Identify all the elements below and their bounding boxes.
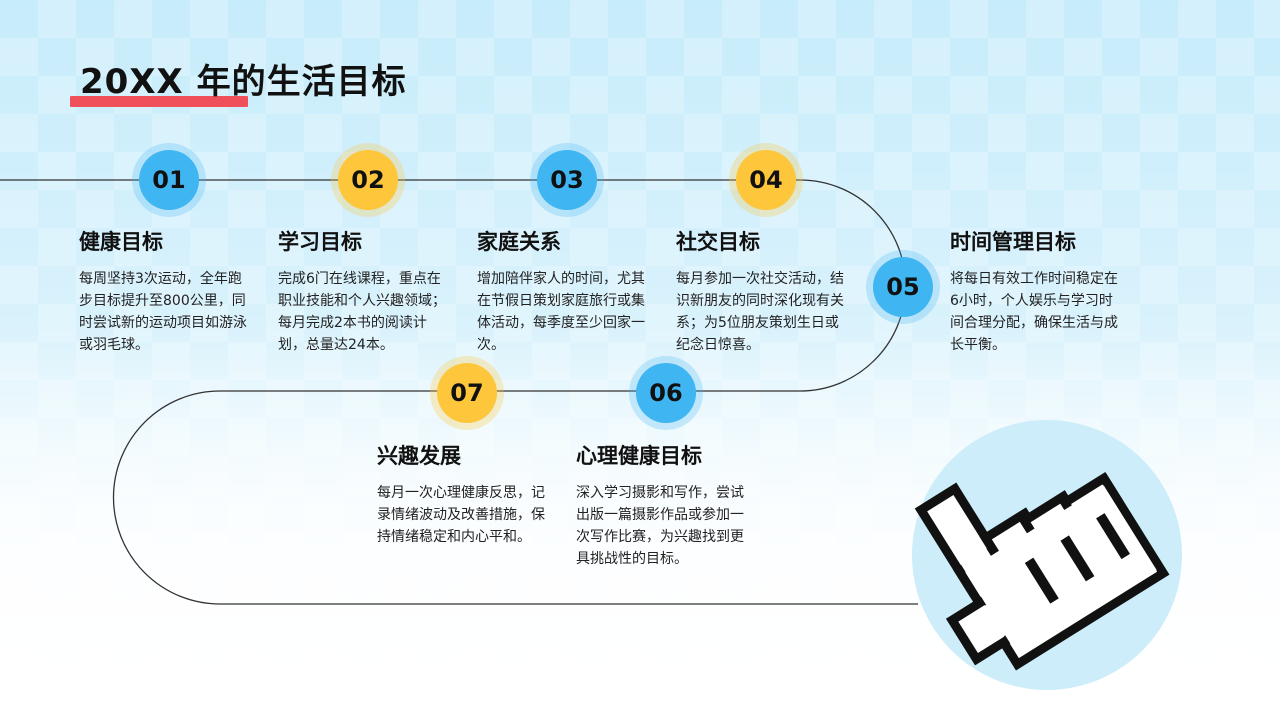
goal-node-04: 04	[736, 150, 796, 210]
goal-node-03: 03	[537, 150, 597, 210]
title-underline-accent	[70, 96, 248, 107]
goal-description: 完成6门在线课程，重点在职业技能和个人兴趣领域；每月完成2本书的阅读计划，总量达…	[278, 271, 446, 353]
page-title: 20XX 年的生活目标	[80, 62, 407, 102]
goal-card-04: 社交目标 每月参加一次社交活动，结识新朋友的同时深化现有关系；为5位朋友策划生日…	[676, 228, 846, 356]
goal-description: 每月一次心理健康反思，记录情绪波动及改善措施，保持情绪稳定和内心平和。	[377, 485, 545, 545]
goal-node-05: 05	[873, 257, 933, 317]
goal-title: 社交目标	[676, 230, 760, 254]
goal-card-02: 学习目标 完成6门在线课程，重点在职业技能和个人兴趣领域；每月完成2本书的阅读计…	[278, 228, 446, 356]
goal-description: 将每日有效工作时间稳定在6小时，个人娱乐与学习时间合理分配，确保生活与成长平衡。	[950, 271, 1118, 353]
goal-description: 增加陪伴家人的时间，尤其在节假日策划家庭旅行或集体活动，每季度至少回家一次。	[477, 271, 645, 353]
goal-node-01: 01	[139, 150, 199, 210]
goal-node-07: 07	[437, 363, 497, 423]
goal-title: 家庭关系	[477, 230, 561, 254]
timeline-path-line	[0, 179, 918, 605]
goal-card-03: 家庭关系 增加陪伴家人的时间，尤其在节假日策划家庭旅行或集体活动，每季度至少回家…	[477, 228, 645, 356]
goal-card-05: 时间管理目标 将每日有效工作时间稳定在6小时，个人娱乐与学习时间合理分配，确保生…	[950, 228, 1118, 356]
goal-card-06: 心理健康目标 深入学习摄影和写作，尝试出版一篇摄影作品或参加一次写作比赛，为兴趣…	[576, 442, 744, 570]
goal-card-07: 兴趣发展 每月一次心理健康反思，记录情绪波动及改善措施，保持情绪稳定和内心平和。	[377, 442, 547, 548]
goal-title: 时间管理目标	[950, 230, 1076, 254]
goal-card-01: 健康目标 每周坚持3次运动，全年跑步目标提升至800公里，同时尝试新的运动项目如…	[79, 228, 255, 356]
goal-title: 学习目标	[278, 230, 362, 254]
goal-description: 深入学习摄影和写作，尝试出版一篇摄影作品或参加一次写作比赛，为兴趣找到更具挑战性…	[576, 485, 744, 567]
goal-title: 兴趣发展	[377, 444, 461, 468]
goal-node-06: 06	[636, 363, 696, 423]
goal-node-02: 02	[338, 150, 398, 210]
pixel-hand-pointer-icon	[914, 471, 1170, 671]
goal-description: 每月参加一次社交活动，结识新朋友的同时深化现有关系；为5位朋友策划生日或纪念日惊…	[676, 271, 844, 353]
goal-title: 心理健康目标	[576, 444, 702, 468]
title-block: 20XX 年的生活目标	[70, 56, 407, 108]
goal-description: 每周坚持3次运动，全年跑步目标提升至800公里，同时尝试新的运动项目如游泳或羽毛…	[79, 271, 247, 353]
goal-title: 健康目标	[79, 230, 163, 254]
